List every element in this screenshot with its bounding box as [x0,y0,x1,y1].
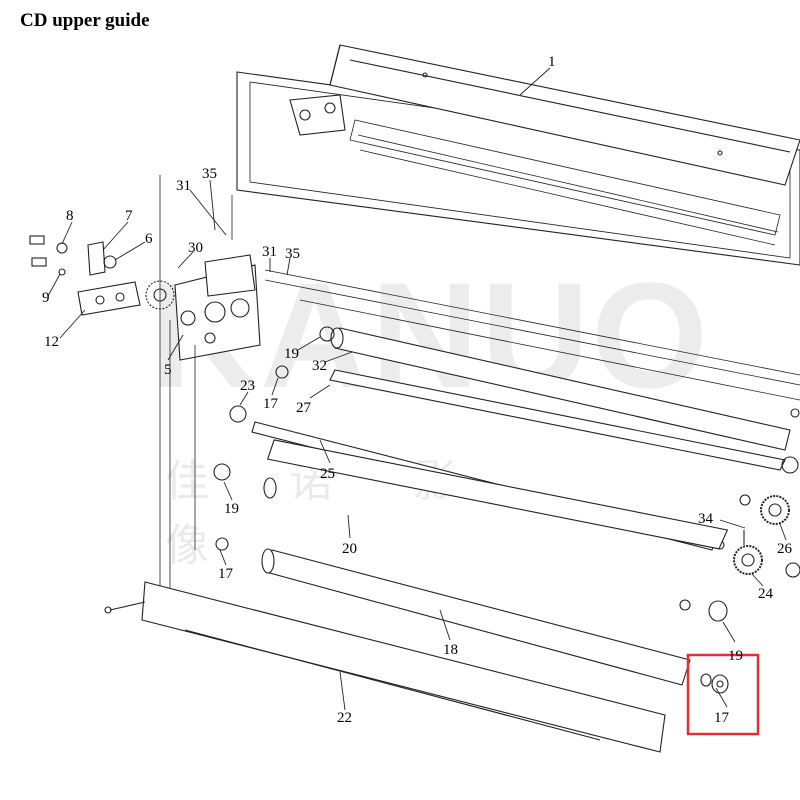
callout-9: 9 [42,290,50,306]
callout-31b: 31 [262,244,277,260]
callout-17b: 17 [218,566,234,582]
callout-19b: 19 [224,501,239,517]
page-title: CD upper guide [20,10,150,31]
callout-7: 7 [125,208,133,224]
callout-5: 5 [164,362,172,378]
bearing-17 [700,673,729,694]
callout-1: 1 [548,54,556,70]
callout-labels: 1 8 7 6 9 12 5 30 31 35 31 35 19 32 23 1… [42,54,793,726]
callout-6: 6 [145,231,153,247]
callout-20: 20 [342,541,357,557]
callout-23: 23 [240,378,255,394]
callout-17a: 17 [263,396,279,412]
guide-fingers [349,119,781,246]
callout-12: 12 [44,334,59,350]
callout-18: 18 [443,642,458,658]
callout-19c: 19 [728,648,743,664]
callout-26: 26 [777,541,793,557]
upper-guide-assembly [236,44,800,266]
roller-20 [213,439,751,550]
callout-27: 27 [296,400,312,416]
roller-32 [319,326,800,451]
gear-26 [760,495,790,525]
washer-right [785,562,800,578]
callout-25: 25 [320,466,335,482]
lower-plate-22 [104,581,666,753]
callout-35b: 35 [285,246,300,262]
gear-24 [733,545,763,575]
callout-34: 34 [698,511,714,527]
callout-35a: 35 [202,166,217,182]
side-plate-left [29,235,141,316]
callout-32: 32 [312,358,327,374]
frame-lines [159,175,800,620]
callout-19a: 19 [284,346,299,362]
roller-18 [215,537,728,686]
callout-31a: 31 [176,178,191,194]
highlight-box [686,653,760,736]
side-plate-right [145,254,261,361]
roller-27 [275,365,799,474]
callout-8: 8 [66,208,74,224]
callout-17c: 17 [714,710,730,726]
leader-lines [47,67,787,711]
callout-22: 22 [337,710,352,726]
callout-30: 30 [188,240,203,256]
callout-24: 24 [758,586,774,602]
